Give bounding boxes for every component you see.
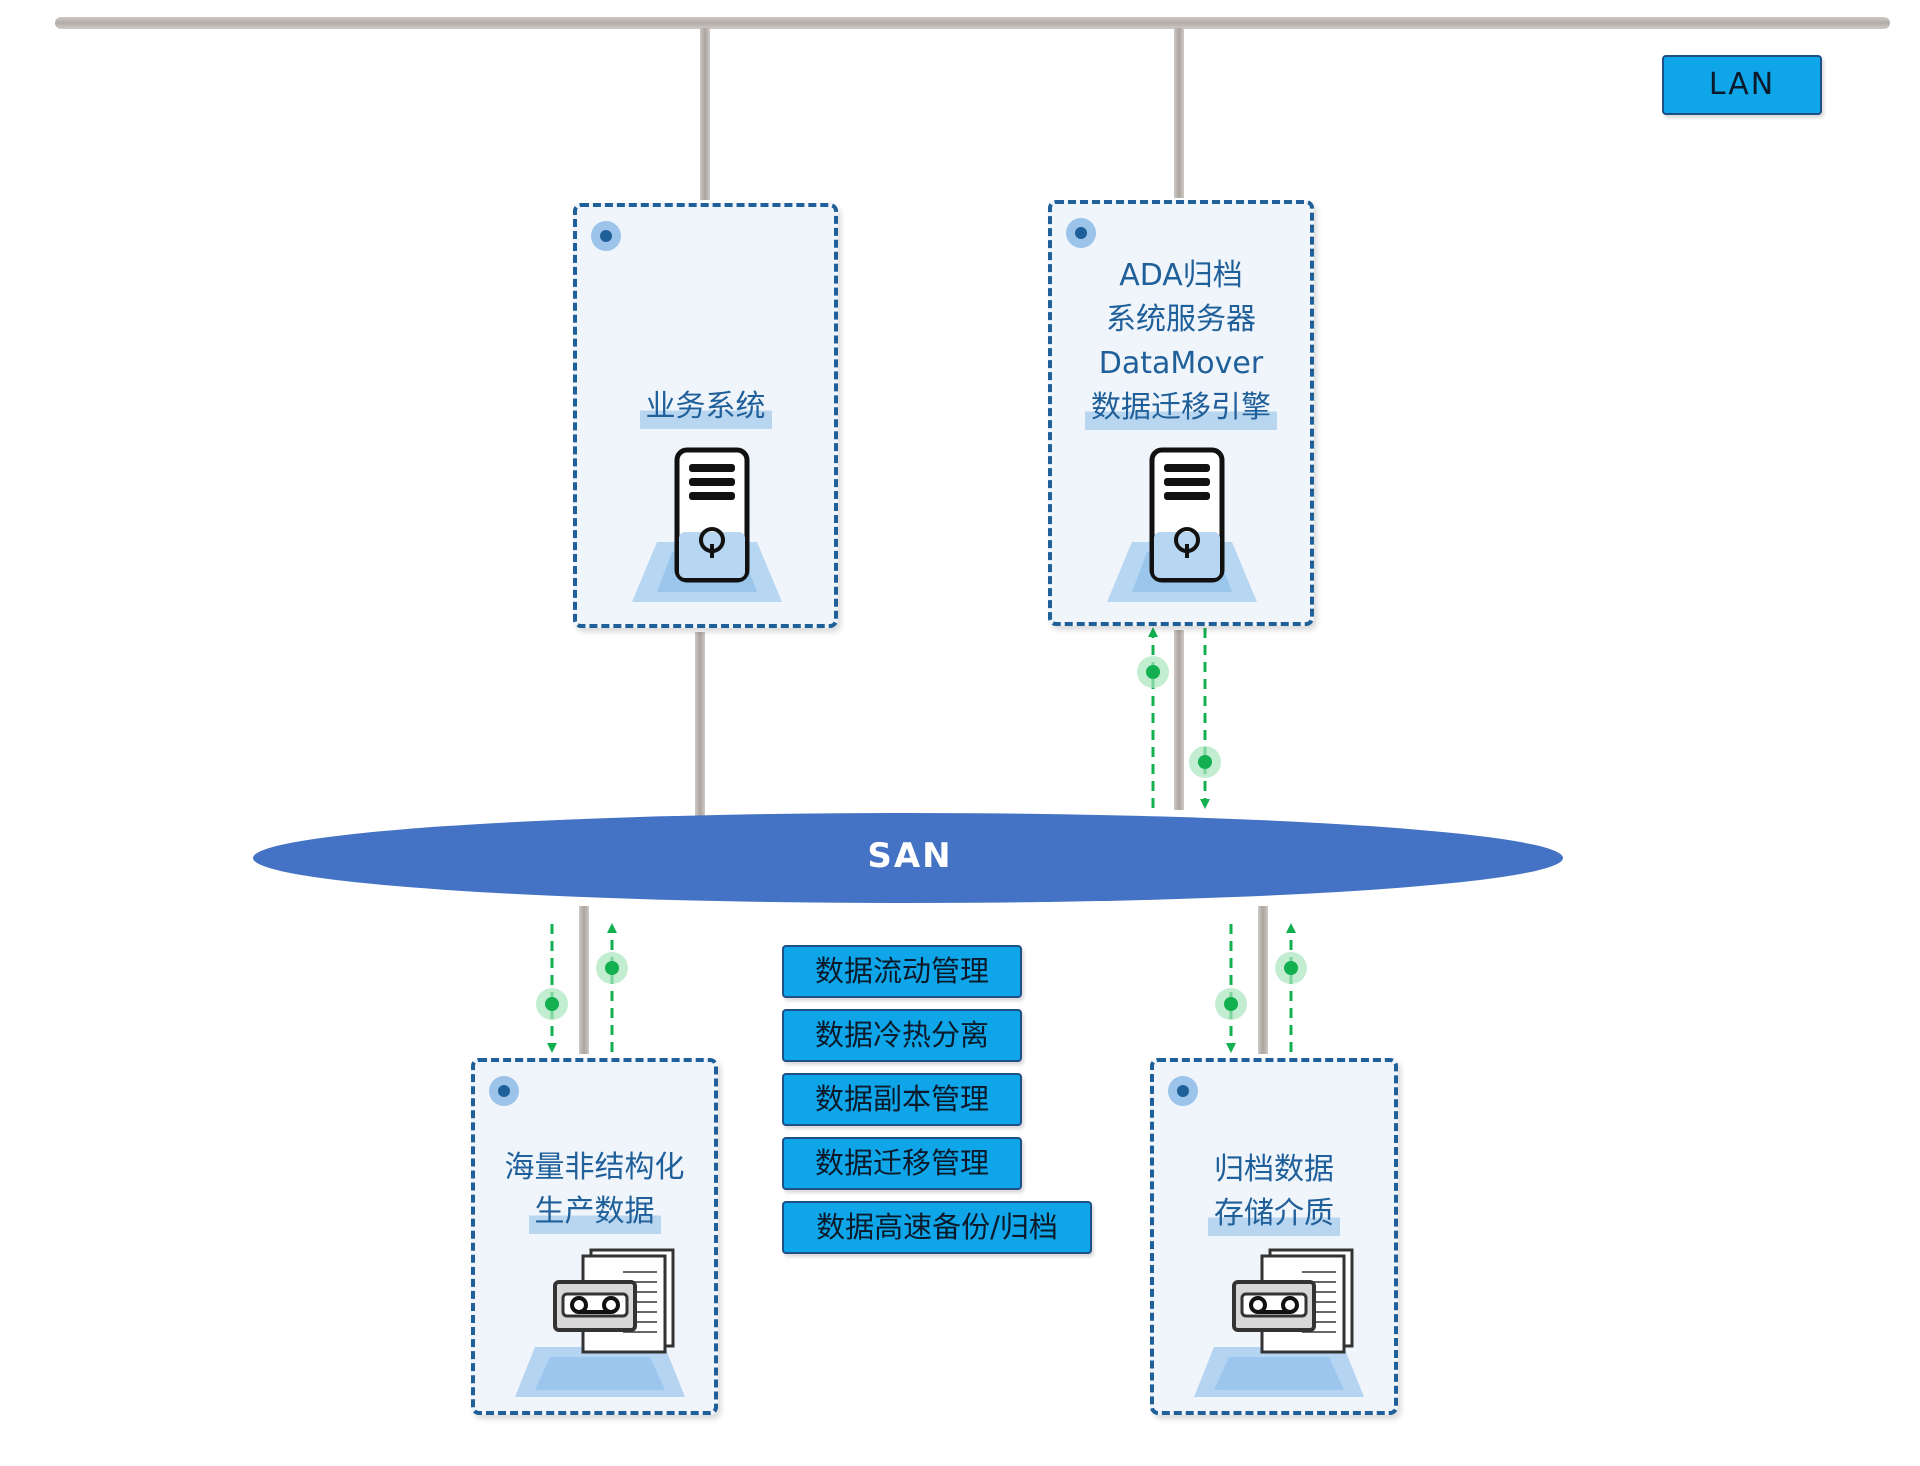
- production-data-label: 海量非结构化 生产数据: [475, 1146, 714, 1234]
- cable-lan-business: [700, 28, 710, 200]
- function-tag-backup-archive: 数据高速备份/归档: [782, 1201, 1092, 1254]
- status-dot-icon: [1168, 1076, 1198, 1106]
- production-data-node[interactable]: 海量非结构化 生产数据: [471, 1058, 718, 1415]
- archive-storage-node[interactable]: 归档数据 存储介质: [1150, 1058, 1398, 1415]
- cable-ada-san: [1174, 630, 1184, 810]
- flow-arrow-down-production: [536, 924, 568, 1053]
- function-tag-migration: 数据迁移管理: [782, 1137, 1022, 1190]
- function-tag-replica: 数据副本管理: [782, 1073, 1022, 1126]
- status-dot-icon: [591, 221, 621, 251]
- business-system-label: 业务系统: [577, 385, 834, 429]
- server-icon: [632, 447, 782, 602]
- server-icon: [1107, 447, 1257, 602]
- ada-archive-server-node[interactable]: ADA归档 系统服务器 DataMover 数据迁移引擎: [1048, 200, 1314, 626]
- lan-label: LAN: [1662, 55, 1822, 115]
- cable-san-archive: [1258, 906, 1268, 1054]
- flow-arrow-down-archive: [1215, 924, 1247, 1053]
- san-label: SAN: [867, 836, 953, 876]
- archive-storage-label: 归档数据 存储介质: [1154, 1148, 1394, 1236]
- status-dot-icon: [489, 1076, 519, 1106]
- cable-business-san: [695, 632, 705, 820]
- function-tag-data-flow: 数据流动管理: [782, 945, 1022, 998]
- cable-san-production: [579, 906, 589, 1054]
- cable-lan-ada: [1174, 28, 1184, 198]
- flow-arrow-up-ada: [1137, 627, 1169, 808]
- flow-arrow-up-production: [596, 923, 628, 1052]
- status-dot-icon: [1066, 218, 1096, 248]
- flow-arrow-down-ada: [1189, 628, 1221, 809]
- flow-arrow-up-archive: [1275, 923, 1307, 1052]
- lan-backbone: [55, 17, 1890, 29]
- business-system-node[interactable]: 业务系统: [573, 203, 838, 628]
- ada-server-label: ADA归档 系统服务器 DataMover 数据迁移引擎: [1052, 254, 1310, 430]
- storage-tape-icon: [1194, 1248, 1364, 1397]
- san-cloud: [253, 813, 1563, 903]
- function-tag-hot-cold: 数据冷热分离: [782, 1009, 1022, 1062]
- storage-tape-icon: [515, 1248, 685, 1397]
